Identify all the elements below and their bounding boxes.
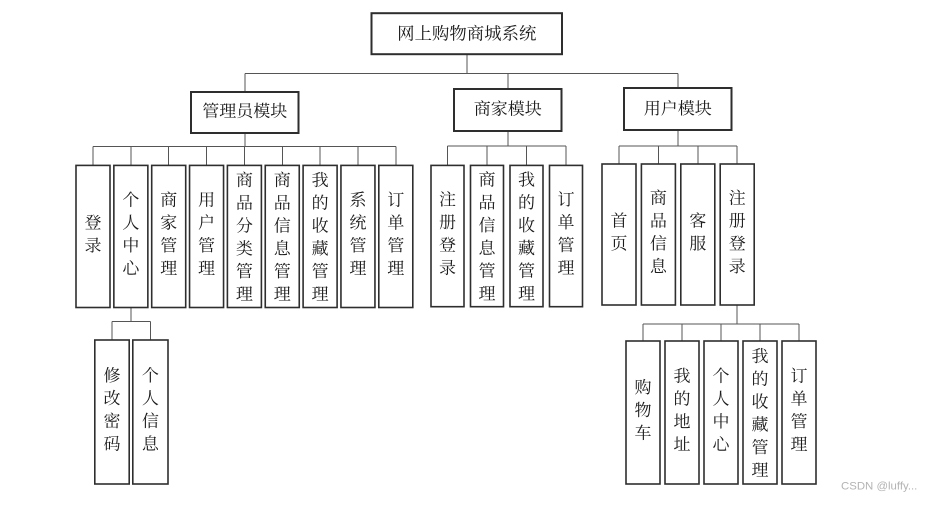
svg-text:CSDN @luffy...: CSDN @luffy... — [841, 481, 917, 493]
